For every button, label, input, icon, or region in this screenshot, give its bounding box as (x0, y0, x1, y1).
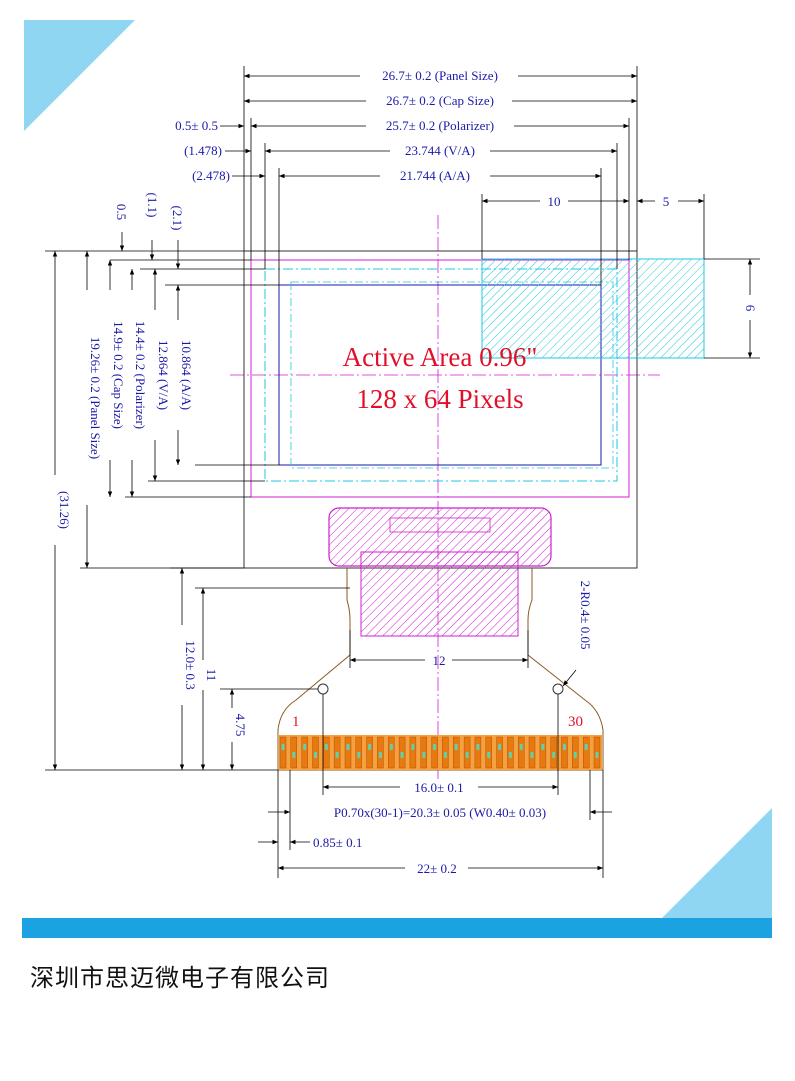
pin-marker (411, 744, 415, 750)
dim-total-height: (31.26) (57, 491, 72, 529)
accent-bar (22, 918, 772, 938)
dim-twelve: 12 (433, 653, 446, 668)
fpc-stiffener (360, 551, 519, 637)
pin-contact (539, 736, 547, 769)
ic-pad-inner (389, 517, 491, 533)
pin-marker (584, 744, 588, 750)
dim-sixteen: 16.0± 0.1 (414, 780, 463, 795)
pin-marker (314, 752, 317, 758)
pin-contact (301, 736, 308, 769)
dim-va: 23.744 (V/A) (405, 143, 475, 158)
pin-marker (400, 752, 404, 758)
pin-marker (281, 744, 285, 750)
dim-panel-height: 19.26± 0.2 (Panel Size) (88, 337, 103, 459)
pin-marker (335, 752, 339, 758)
dim-fpc-height: 12.0± 0.3 (183, 640, 198, 689)
corner-triangle-top-left (24, 20, 135, 131)
pin-marker (519, 744, 523, 750)
dim-475: 4.75 (233, 714, 248, 737)
pin-marker (357, 752, 361, 758)
dim-aa-height: 10.864 (A/A) (179, 340, 194, 410)
pin-marker (292, 752, 296, 758)
dim-va-height: 12.864 (V/A) (156, 340, 171, 410)
pin-contact (344, 736, 352, 769)
pin-marker (508, 752, 512, 758)
title-line-2: 128 x 64 Pixels (356, 384, 523, 414)
pin-contact (366, 736, 373, 769)
pin-marker (573, 752, 577, 758)
alignment-hole-left (317, 683, 329, 695)
pin-marker (487, 752, 491, 758)
pin-marker (389, 744, 393, 750)
dim-ten: 10 (548, 194, 561, 209)
pin-contact (279, 736, 287, 769)
dim-offset-1478: (1.478) (184, 143, 222, 158)
dim-cap-size: 26.7± 0.2 (Cap Size) (386, 93, 494, 108)
dim-cap-height: 14.9± 0.2 (Cap Size) (111, 321, 126, 429)
pin-marker (368, 744, 372, 750)
corner-triangle-bottom-right (662, 808, 772, 918)
dim-left-11: (1.1) (145, 193, 160, 218)
pin-contact (323, 736, 330, 769)
pin-marker (552, 752, 556, 758)
dim-aa: 21.744 (A/A) (400, 168, 470, 183)
dim-offset-05: 0.5± 0.5 (175, 118, 218, 133)
pin-marker (378, 752, 382, 758)
alignment-hole-right (552, 683, 564, 695)
pin-marker (541, 744, 545, 750)
pin-marker (530, 752, 534, 758)
pin-contact (561, 736, 568, 769)
pin-marker (498, 744, 502, 750)
dim-offset-2478: (2.478) (192, 168, 230, 183)
dim-panel-size: 26.7± 0.2 (Panel Size) (382, 68, 498, 83)
pin-marker (465, 752, 469, 758)
pin-contact (496, 736, 503, 769)
dim-left-05: 0.5 (114, 204, 129, 220)
dim-polarizer-height: 14.4± 0.2 (Polarizer) (133, 321, 148, 429)
pin-label-last: 30 (568, 714, 583, 730)
pin-area (279, 735, 602, 770)
pin-contacts (279, 736, 601, 769)
pin-marker (346, 744, 350, 750)
active-area (290, 281, 614, 469)
pin-marker (476, 744, 480, 750)
dim-radius: 2-R0.4± 0.05 (578, 581, 593, 650)
dim-six: 6 (743, 305, 758, 312)
title-line-1: Active Area 0.96" (343, 342, 538, 372)
pin-marker (563, 744, 566, 750)
polarizer-outline (250, 259, 630, 498)
pin-contact (583, 736, 590, 769)
pin-marker (454, 744, 458, 750)
pin-marker (595, 752, 599, 758)
pin-label-first: 1 (292, 714, 300, 730)
pin-marker (443, 752, 447, 758)
dim-five: 5 (663, 194, 670, 209)
cyan-hatched-zone (481, 258, 705, 359)
pin-contact (474, 736, 482, 769)
company-name: 深圳市思迈微电子有限公司 (30, 964, 330, 992)
pin-contact (388, 736, 395, 769)
pin-marker (303, 744, 307, 750)
pin-marker (433, 744, 437, 750)
pin-contact (431, 736, 438, 769)
pin-contact (453, 736, 460, 769)
dim-left-21: (2.1) (170, 206, 185, 231)
viewing-area (278, 284, 602, 466)
cap-outline (264, 268, 618, 482)
pin-contact (518, 736, 525, 769)
pin-contact (409, 736, 417, 769)
pin-marker (324, 744, 328, 750)
dim-polarizer: 25.7± 0.2 (Polarizer) (386, 118, 494, 133)
dim-eleven: 11 (204, 669, 219, 682)
dim-width22: 22± 0.2 (417, 861, 457, 876)
pin-marker (422, 752, 426, 758)
dim-edge: 0.85± 0.1 (313, 835, 362, 850)
dim-pitch: P0.70x(30-1)=20.3± 0.05 (W0.40± 0.03) (334, 805, 546, 820)
